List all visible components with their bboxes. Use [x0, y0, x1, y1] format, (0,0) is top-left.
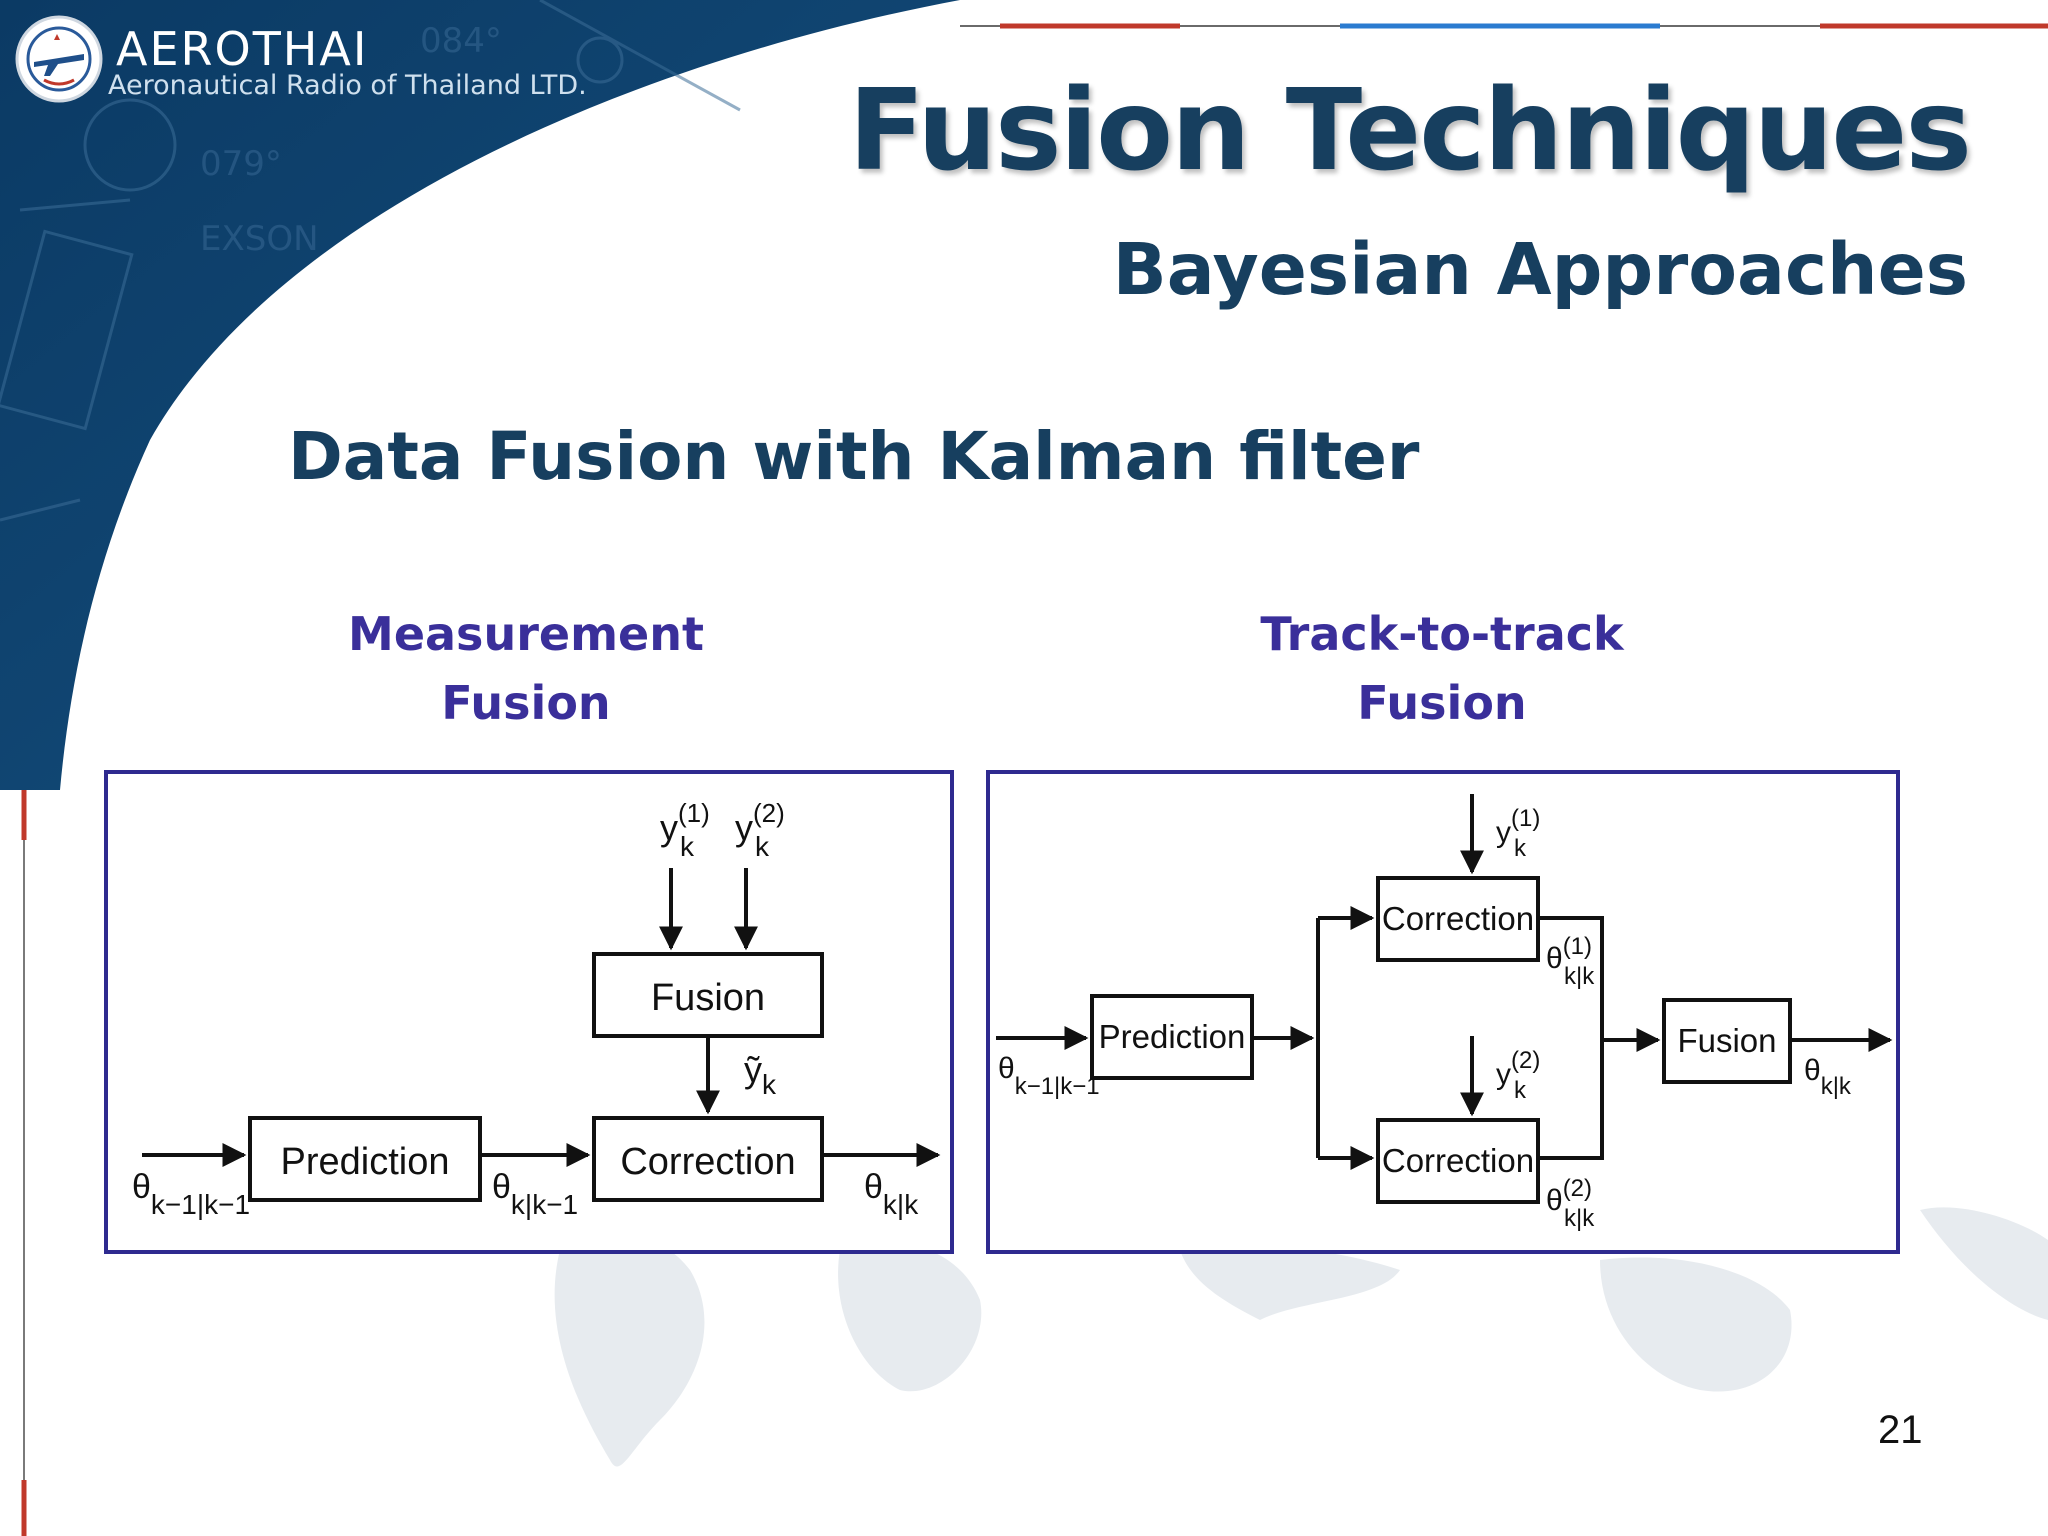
page-number: 21	[1878, 1408, 1923, 1452]
correction-top-block: Correction	[1376, 876, 1540, 962]
fusion-block: Fusion	[592, 952, 824, 1038]
track-to-track-fusion-diagram: Prediction Correction Correction Fusion	[986, 770, 1900, 1254]
prediction-block-label: Prediction	[1099, 1018, 1246, 1055]
caption-line: Fusion	[1357, 676, 1527, 730]
caption-line: Measurement	[348, 607, 704, 661]
theta-input-label: θk−1|k−1	[132, 1168, 250, 1220]
theta-predicted-label: θk|k−1	[492, 1168, 578, 1220]
theta2-label: θ(2)k|k	[1546, 1175, 1595, 1232]
track-to-track-flowchart: Prediction Correction Correction Fusion	[996, 794, 1893, 1232]
y2-label: y(2)k	[735, 798, 785, 862]
correction-bottom-block: Correction	[1376, 1118, 1540, 1204]
theta-output-label: θk|k	[864, 1168, 919, 1220]
caption-line: Fusion	[441, 676, 611, 730]
theta1-label: θ(1)k|k	[1546, 933, 1595, 990]
theta-input-label: θk−1|k−1	[998, 1052, 1100, 1100]
svg-text:EXSON: EXSON	[200, 219, 319, 259]
fusion-block-label: Fusion	[651, 977, 765, 1019]
correction-top-block-label: Correction	[1382, 900, 1534, 937]
aerothai-logo	[14, 14, 104, 104]
section-heading: Data Fusion with Kalman filter	[288, 418, 1420, 495]
slide-title: Fusion Techniques	[848, 66, 1972, 196]
caption-line: Track-to-track	[1260, 607, 1624, 661]
measurement-fusion-caption: Measurement Fusion	[176, 600, 876, 738]
slide-subtitle: Bayesian Approaches	[1112, 228, 1968, 311]
measurement-fusion-diagram: Fusion Prediction Correction y(1	[104, 770, 954, 1254]
y-tilde-label: ỹk	[744, 1049, 777, 1100]
brand-name: AEROTHAI	[116, 22, 369, 76]
prediction-block: Prediction	[1090, 994, 1254, 1080]
measurement-fusion-flowchart: Fusion Prediction Correction y(1	[132, 798, 941, 1220]
svg-text:079°: 079°	[200, 144, 282, 184]
correction-block: Correction	[592, 1116, 824, 1202]
wedge-chart-markings	[0, 0, 741, 522]
prediction-block: Prediction	[248, 1116, 482, 1202]
correction-block-label: Correction	[620, 1141, 795, 1183]
fusion-block: Fusion	[1662, 998, 1792, 1084]
corner-wedge	[0, 0, 960, 790]
y2-label: y(2)k	[1496, 1047, 1540, 1104]
aerothai-emblem-icon	[15, 15, 103, 103]
y1-label: y(1)k	[660, 798, 710, 862]
fusion-block-label: Fusion	[1677, 1022, 1776, 1059]
prediction-block-label: Prediction	[281, 1141, 450, 1183]
world-map-watermark	[554, 1207, 2048, 1467]
svg-text:084°: 084°	[420, 21, 502, 61]
brand-tagline: Aeronautical Radio of Thailand LTD.	[108, 70, 587, 101]
correction-bottom-block-label: Correction	[1382, 1142, 1534, 1179]
y1-label: y(1)k	[1496, 805, 1540, 862]
theta-output-label: θk|k	[1804, 1054, 1852, 1100]
track-to-track-fusion-caption: Track-to-track Fusion	[1092, 600, 1792, 738]
